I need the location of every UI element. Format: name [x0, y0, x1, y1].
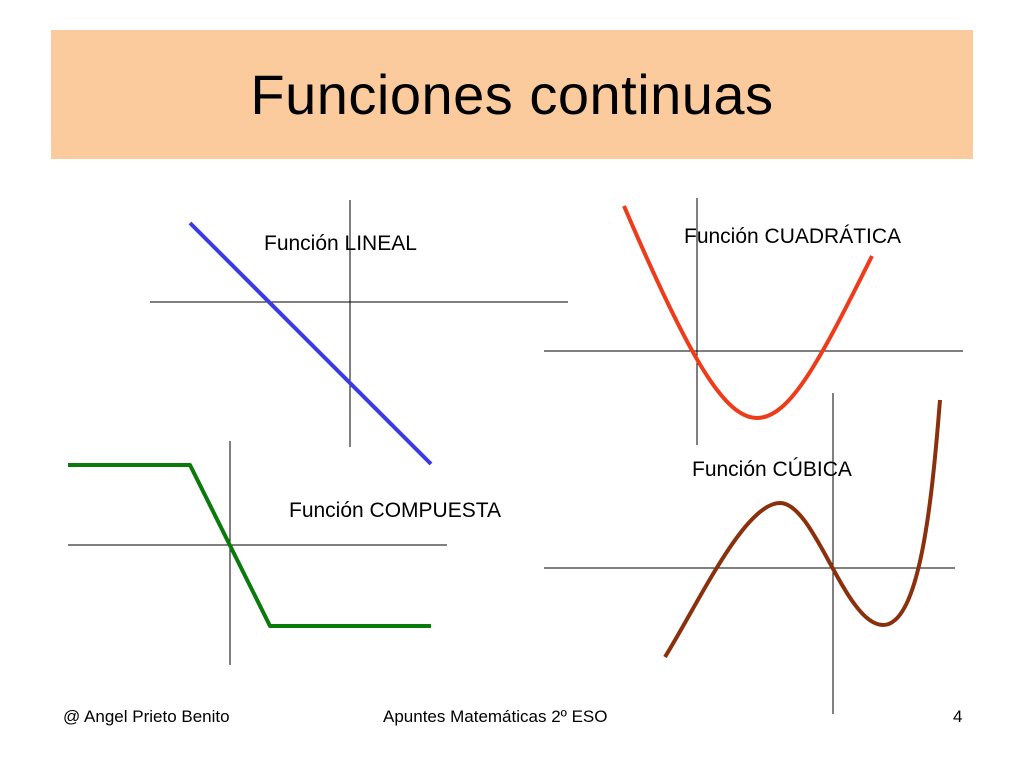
- cubica-axes: [544, 393, 955, 714]
- compuesta-label: Función COMPUESTA: [289, 499, 501, 522]
- footer-course: Apuntes Matemáticas 2º ESO: [383, 707, 608, 726]
- cuadratica-curve: [622, 205, 874, 421]
- title-band: Funciones continuas: [51, 30, 973, 159]
- footer-author: @ Angel Prieto Benito: [63, 707, 230, 726]
- lineal-curve: [188, 221, 433, 466]
- cubica-curve: [663, 399, 942, 659]
- compuesta-curve: [68, 463, 431, 628]
- cuadratica-axes: [544, 198, 963, 445]
- compuesta-axes: [68, 441, 447, 665]
- lineal-axes: [150, 200, 568, 447]
- slide-title: Funciones continuas: [250, 63, 774, 126]
- cubica-label: Función CÚBICA: [692, 458, 852, 481]
- lineal-label: Función LINEAL: [264, 232, 417, 255]
- cuadratica-label: Función CUADRÁTICA: [684, 225, 902, 248]
- footer-page-number: 4: [953, 707, 963, 726]
